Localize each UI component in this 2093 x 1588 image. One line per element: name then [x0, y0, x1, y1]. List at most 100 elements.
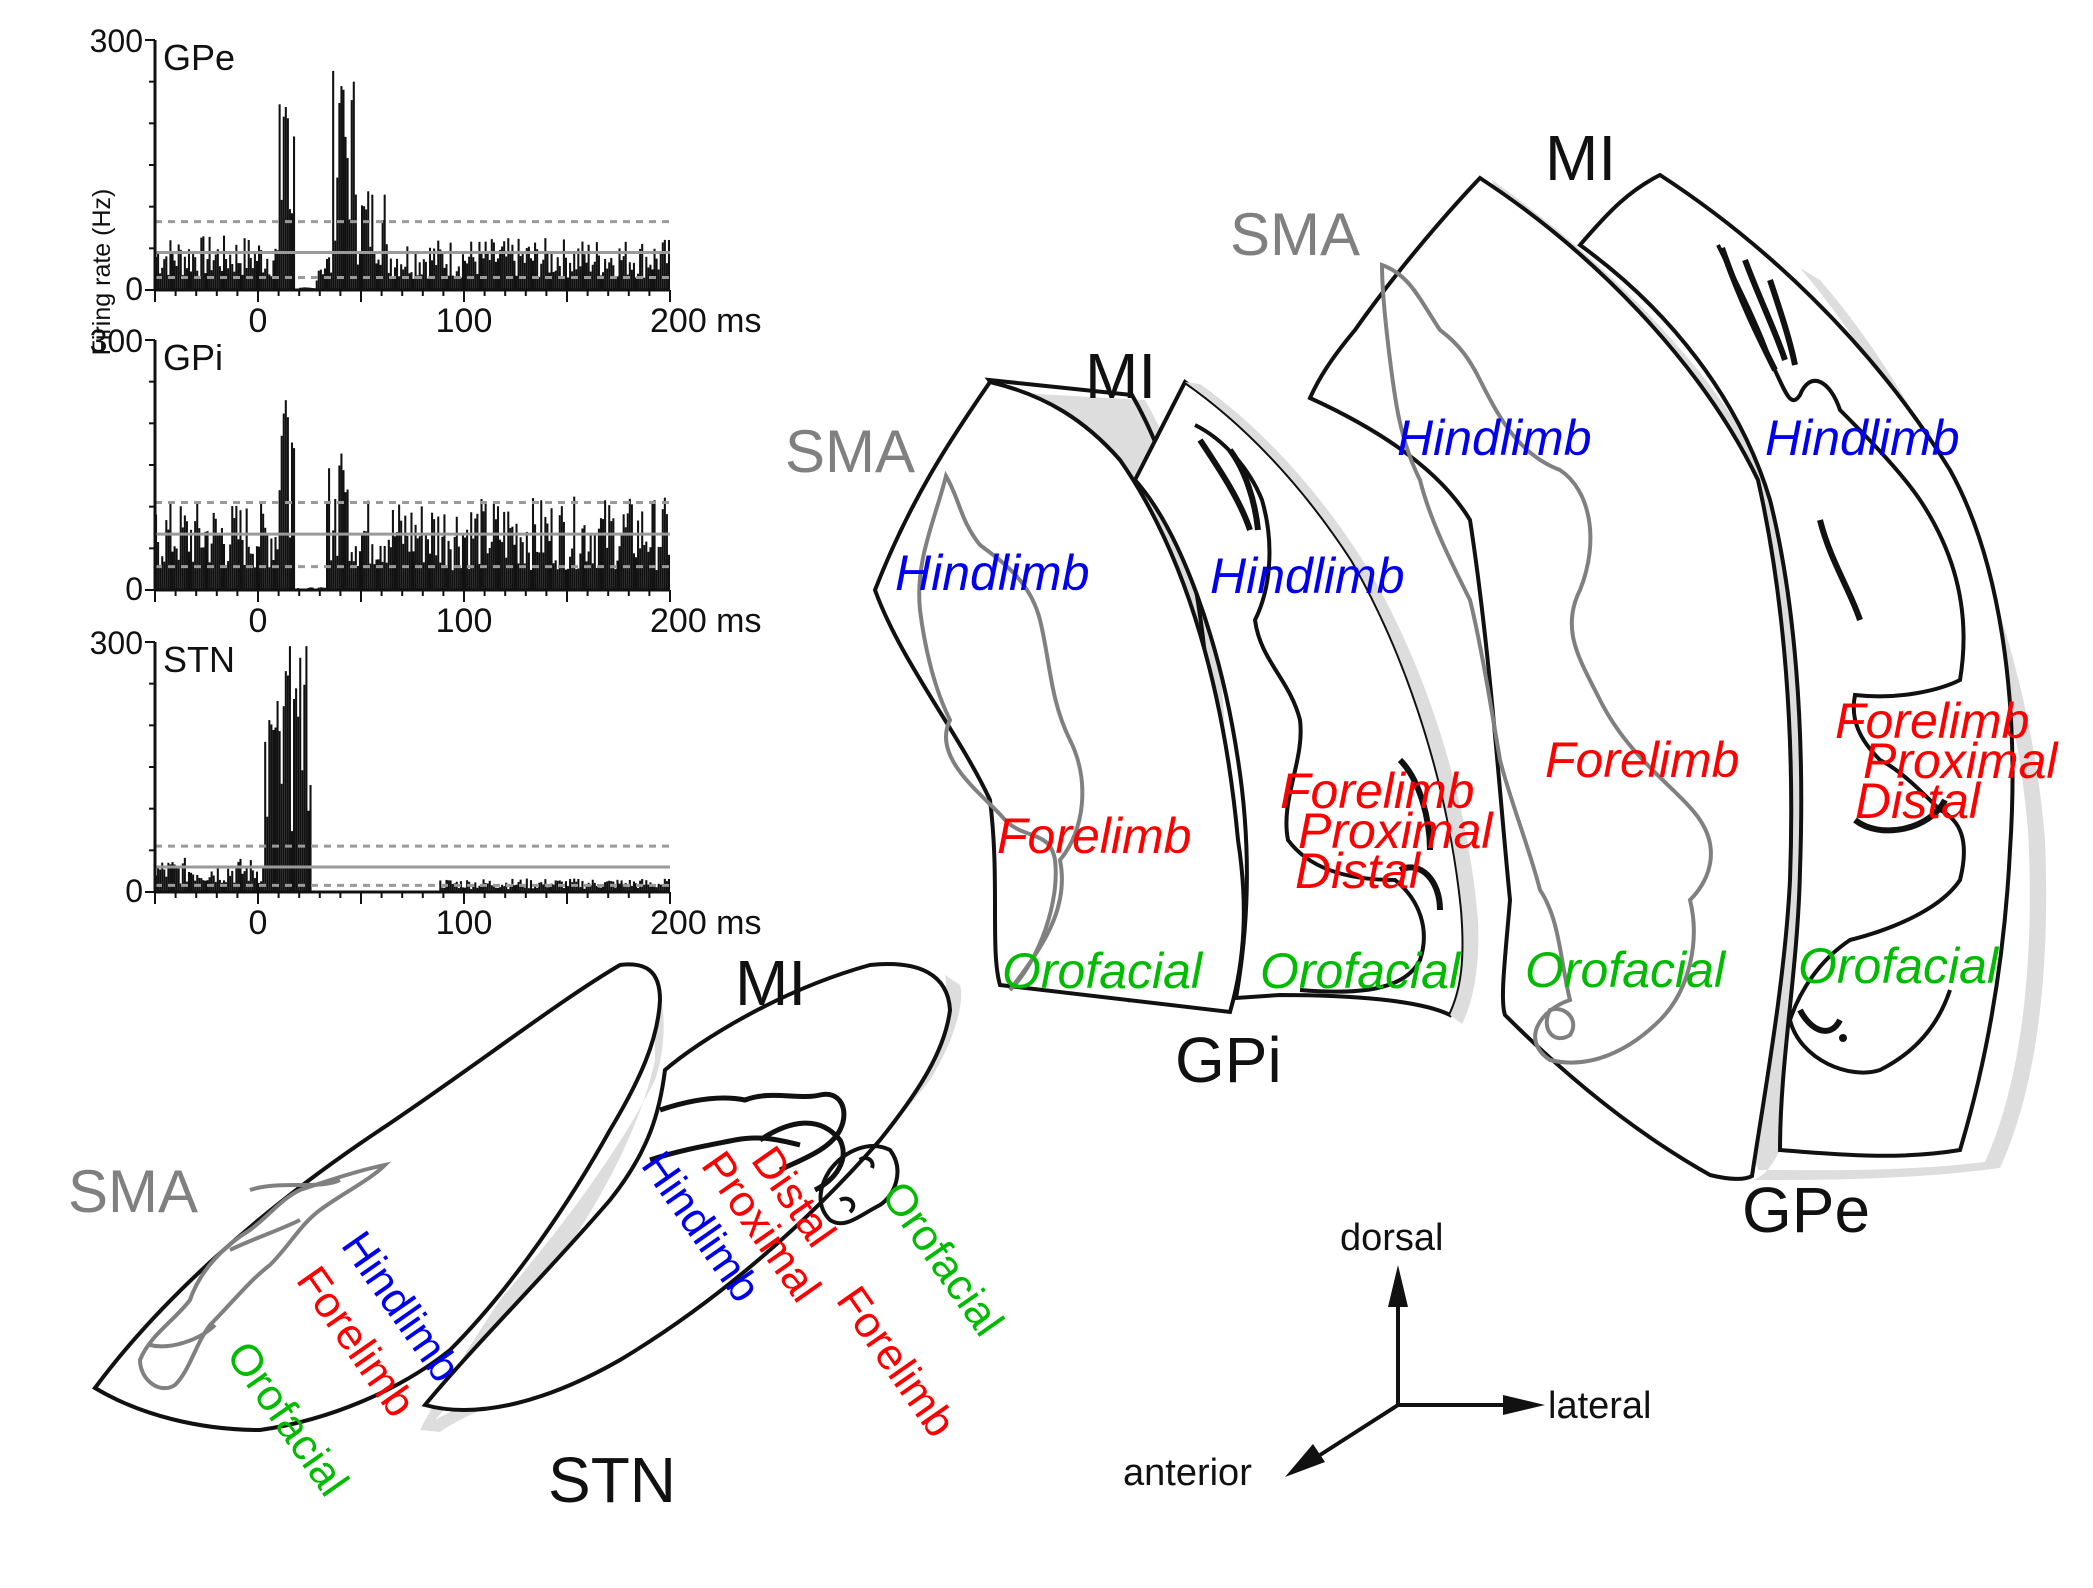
gpe-bar: [274, 248, 277, 290]
gpi-panel-title: GPi: [163, 337, 223, 378]
gpi-bar: [587, 551, 590, 590]
stn-bar: [183, 857, 186, 892]
gpe-sma-gray-loop: [1544, 1007, 1576, 1041]
gpe-bar: [589, 271, 592, 290]
gpi-bar: [663, 497, 666, 590]
gpi-bar: [534, 524, 537, 590]
gpe-bar: [371, 194, 374, 290]
gpe-mi-orofacial: Orofacial: [1798, 938, 2000, 994]
gpi-bar: [589, 535, 592, 590]
gpi-bar: [531, 498, 535, 590]
gpi-bar: [496, 506, 500, 590]
gpe-x-label: 0: [249, 302, 268, 340]
gpi-bar: [435, 555, 438, 590]
gpe-sma-forelimb: Forelimb: [1545, 732, 1739, 788]
stn-bar: [288, 646, 291, 892]
gpe-bar: [212, 260, 215, 290]
gpi-bar: [560, 506, 563, 590]
gpe-bar: [431, 260, 434, 290]
gpe-bar: [408, 273, 411, 290]
gpe-bar: [515, 275, 518, 290]
stn-bar: [569, 879, 572, 892]
stn-bar: [181, 863, 184, 892]
gpi-bar: [645, 541, 648, 590]
gpi-bar: [468, 568, 471, 590]
gpe-bar: [325, 258, 329, 290]
gpe-sma-body: [1307, 175, 1794, 1181]
gpi-bar: [208, 562, 211, 590]
gpe-bar: [632, 262, 635, 290]
gpe-bar: [503, 241, 506, 290]
gpi-bar: [340, 453, 343, 590]
stn-bar: [169, 864, 172, 892]
stn-bar: [643, 884, 646, 892]
gpe-bar: [400, 264, 403, 290]
gpe-bar: [599, 275, 603, 290]
gpe-bar: [544, 238, 547, 290]
stn-mi-label: MI: [735, 947, 806, 1019]
gpi-bar: [237, 539, 240, 590]
stn-ymin-label: 0: [125, 873, 143, 909]
orientation-legend: dorsal lateral anterior: [1123, 1217, 1652, 1494]
stn-bar: [562, 888, 565, 892]
gpe-bar: [159, 273, 162, 290]
dorsal-arrow-head: [1388, 1265, 1408, 1307]
stn-bar: [274, 727, 277, 892]
gpi-bar: [218, 533, 221, 590]
gpi-bar: [161, 556, 164, 590]
gpi-bar: [204, 531, 207, 590]
stn-bar: [286, 675, 289, 892]
gpe-bar: [387, 272, 390, 290]
gpi-bar: [342, 470, 345, 590]
gpe-bar: [433, 248, 436, 290]
gpe-bar: [468, 256, 471, 290]
stn-bar: [661, 883, 664, 892]
stn-bar: [655, 887, 658, 892]
gpe-bar: [406, 246, 409, 290]
stn-bar: [583, 888, 586, 892]
stn-bar: [556, 880, 559, 892]
gpi-mi-forelimb: Forelimb: [1280, 763, 1474, 819]
gpe-bar: [288, 209, 291, 290]
gpi-bar: [239, 510, 242, 590]
stn-bar: [303, 684, 306, 892]
gpe-mi-proximal: Proximal: [1863, 733, 2059, 789]
stn-bar: [214, 881, 217, 892]
gpe-bar: [222, 235, 226, 290]
gpi-bar: [447, 540, 450, 590]
gpi-bar: [552, 563, 555, 590]
gpe-bar: [663, 239, 666, 290]
gpe-bar: [233, 271, 236, 290]
gpe-bar: [474, 261, 477, 290]
gpi-bar: [358, 551, 361, 590]
gpi-sma-label: SMA: [785, 418, 915, 485]
stn-bar: [290, 831, 294, 892]
gpe-bar: [334, 240, 337, 290]
gpi-bar: [618, 546, 621, 590]
stn-bar: [499, 887, 502, 892]
gpi-bar: [233, 517, 236, 590]
gpe-bar: [536, 249, 539, 290]
gpi-bar: [546, 523, 549, 590]
gpi-bar: [464, 537, 467, 590]
stn-bar: [472, 886, 475, 892]
gpi-bar: [542, 552, 545, 590]
stn-bar: [278, 731, 281, 892]
stn-bar: [297, 716, 300, 892]
gpi-bar: [628, 498, 631, 590]
gpe-bar: [336, 177, 339, 290]
stn-bar: [229, 875, 232, 892]
gpi-bar: [165, 520, 168, 590]
gpi-bar: [655, 570, 658, 590]
gpe-bar: [167, 274, 170, 290]
stn-bar: [295, 688, 298, 892]
gpi-bar: [501, 541, 504, 590]
gpi-bar: [499, 539, 502, 590]
gpi-bar: [453, 536, 456, 590]
gpe-bar: [548, 272, 551, 290]
stn-bar: [165, 876, 168, 892]
stn-bar: [443, 887, 446, 892]
gpe-bar: [363, 206, 366, 290]
gpi-bar: [169, 503, 172, 590]
stn-bar: [227, 868, 230, 892]
